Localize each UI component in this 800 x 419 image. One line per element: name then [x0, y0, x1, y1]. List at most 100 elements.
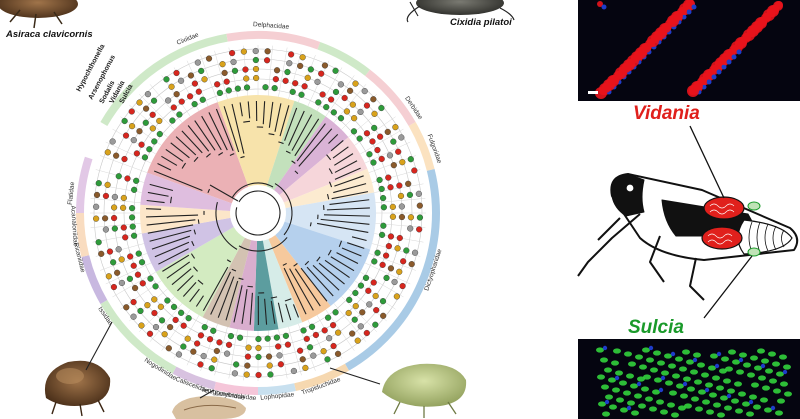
nucleus [604, 399, 610, 405]
symbiont-dot [144, 302, 151, 309]
symbiont-dot [363, 130, 371, 137]
green-cell [712, 375, 720, 381]
symbiont-dot [208, 365, 215, 372]
red-cell [647, 39, 655, 47]
symbiont-dot [133, 150, 140, 157]
green-cell [669, 390, 677, 396]
tree-branch [215, 108, 234, 151]
symbiont-dot [93, 203, 100, 210]
tree-branch [282, 262, 287, 266]
symbiont-dot [374, 146, 381, 154]
tree-branch [292, 304, 300, 318]
symbiont-dot [297, 62, 304, 70]
symbiont-dot [357, 282, 365, 289]
ring-spoke [149, 303, 183, 342]
tree-branch [190, 253, 196, 259]
tree-branch [294, 170, 299, 175]
nucleus [602, 345, 608, 351]
nucleus [706, 79, 712, 85]
symbiont-dot [134, 271, 142, 278]
symbiont-dot [158, 317, 166, 324]
tree-branch [289, 268, 314, 311]
tree-branch [284, 107, 298, 141]
green-cell [702, 399, 710, 405]
red-cell [685, 3, 691, 9]
symbiont-dot [169, 117, 176, 124]
tree-branch [318, 262, 345, 285]
symbiont-dot [138, 259, 146, 266]
tree-branch [270, 296, 278, 299]
symbiont-dot [310, 352, 317, 359]
symbiont-dot [369, 138, 376, 145]
symbiont-dot [118, 256, 125, 263]
green-cell [660, 409, 668, 415]
symbiont-dot [129, 223, 136, 230]
symbiont-dot [349, 330, 356, 337]
green-cell [676, 383, 684, 389]
family-band-segment [172, 366, 216, 390]
green-cell [765, 368, 773, 374]
symbiont-dot [110, 283, 118, 291]
clade-wedge [283, 168, 375, 209]
symbiont-dot [176, 111, 183, 118]
microscopy-sulcia-panel [578, 339, 800, 419]
tree-branch [202, 266, 229, 312]
green-cell [597, 374, 605, 380]
green-cell [601, 384, 609, 390]
symbiont-dot [223, 78, 230, 85]
tree-branch [329, 199, 370, 206]
green-cell [608, 377, 616, 383]
family-band-segment [100, 300, 177, 374]
symbiont-dot [138, 322, 145, 329]
symbiont-dot [387, 233, 395, 240]
nucleus [731, 54, 737, 60]
tree-branch [283, 267, 307, 315]
green-cell [630, 383, 638, 389]
symbiont-dot [95, 180, 102, 187]
symbiont-dot [393, 293, 400, 300]
tree-branch [187, 125, 210, 152]
green-cell [776, 371, 784, 377]
symbiont-dot [298, 91, 305, 98]
green-cell [764, 407, 772, 413]
symbiont-dot [115, 246, 122, 253]
symbiont-dot [157, 303, 164, 310]
symbiont-dot [378, 155, 385, 163]
symbiont-dot [379, 298, 387, 305]
tree-branch [235, 190, 281, 236]
symbiont-dot [186, 93, 194, 100]
green-cell [732, 359, 740, 365]
ring-spoke [360, 128, 404, 155]
green-cell [667, 402, 675, 408]
symbiont-dot [128, 123, 136, 130]
symbiont-dot [201, 76, 208, 83]
symbiont-dot [128, 214, 136, 221]
tree-branch [304, 260, 310, 266]
nucleus [614, 375, 620, 381]
symbiont-dot [230, 58, 237, 66]
green-cell [760, 397, 768, 403]
symbiont-dot [284, 68, 291, 76]
nucleus [716, 69, 722, 75]
symbiont-dot [378, 231, 386, 238]
green-cell [654, 377, 662, 383]
symbiont-dot [92, 215, 100, 222]
symbiont-dot [110, 214, 118, 222]
ring-spoke [288, 326, 302, 376]
symbiont-dot [389, 203, 396, 210]
symbiont-dot [114, 269, 121, 276]
symbiont-dot [396, 268, 403, 275]
tree-branch [207, 188, 211, 193]
symbiont-dot [152, 323, 160, 331]
green-cell [723, 378, 731, 384]
symbiont-dot [146, 146, 153, 153]
symbiont-dot [390, 138, 397, 145]
red-cell [597, 1, 603, 7]
tree-branch [201, 115, 222, 151]
symbiont-label-vidania: Vidania [633, 103, 700, 124]
symbiont-dot [386, 152, 394, 159]
green-cell [736, 369, 744, 375]
green-cell [684, 403, 692, 409]
symbiont-dot [172, 316, 179, 324]
symbiont-dot [167, 323, 174, 331]
